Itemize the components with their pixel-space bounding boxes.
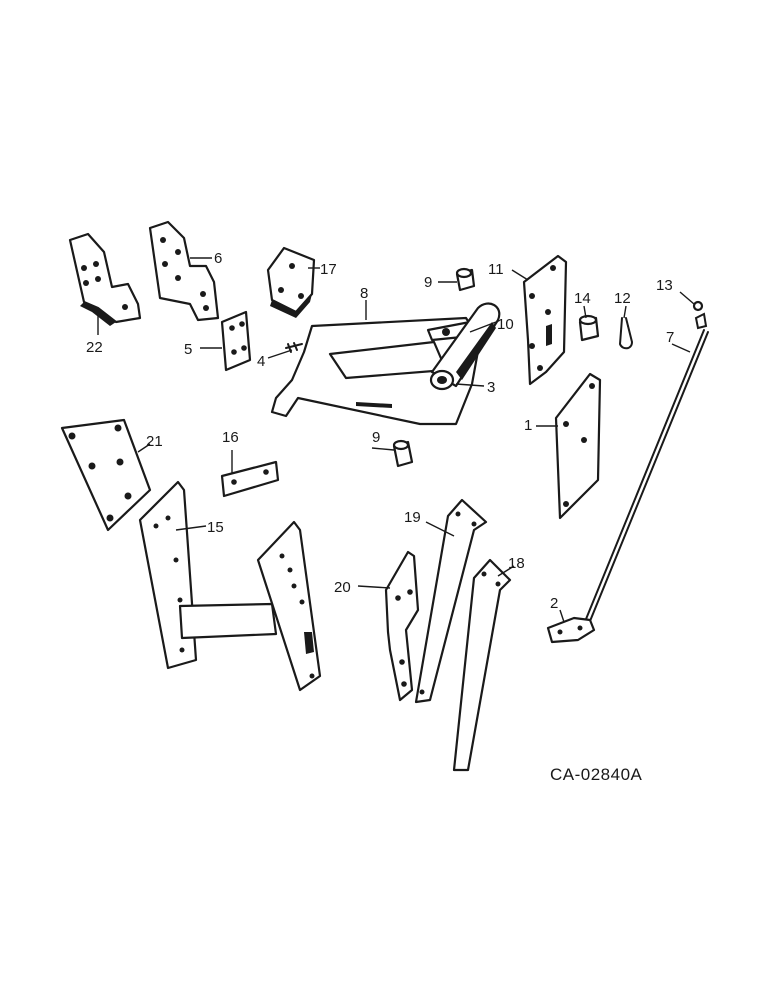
part-19-brace — [414, 498, 488, 704]
part-13-nut — [692, 300, 708, 330]
callout-5: 5 — [184, 341, 192, 358]
callout-8: 8 — [360, 285, 368, 302]
part-20-plate — [384, 550, 420, 702]
callout-9-upper: 9 — [424, 274, 432, 291]
part-21-plate — [60, 418, 152, 532]
part-15-weldment — [138, 480, 322, 692]
callout-13: 13 — [656, 277, 673, 294]
part-9-bushing-lower — [392, 439, 414, 468]
callout-6: 6 — [214, 250, 222, 267]
callout-16: 16 — [222, 429, 239, 446]
part-18-brace — [452, 558, 512, 772]
callout-4: 4 — [257, 353, 265, 370]
part-8-frame — [270, 316, 482, 426]
callout-12: 12 — [614, 290, 631, 307]
callout-3: 3 — [487, 379, 495, 396]
part-1-plate — [554, 372, 602, 520]
part-10-tube — [429, 302, 501, 391]
part-2-clamp — [546, 616, 596, 644]
callout-7: 7 — [666, 329, 674, 346]
callout-21: 21 — [146, 433, 163, 450]
callout-11: 11 — [488, 261, 504, 278]
callout-19: 19 — [404, 509, 421, 526]
part-17-block — [266, 246, 316, 318]
part-9-bushing-upper — [455, 267, 476, 292]
part-6-plate — [148, 220, 220, 322]
part-5-plate — [220, 310, 252, 372]
callout-1: 1 — [524, 417, 532, 434]
callout-2: 2 — [550, 595, 558, 612]
part-14-bushing — [578, 314, 600, 342]
part-22-bracket — [68, 232, 142, 326]
callout-10: 10 — [497, 316, 514, 333]
callout-9-lower: 9 — [372, 429, 380, 446]
callout-20: 20 — [334, 579, 351, 596]
callout-22: 22 — [86, 339, 103, 356]
part-11-plate — [522, 254, 568, 386]
part-7-rod — [583, 329, 709, 627]
callout-14: 14 — [574, 290, 591, 307]
callout-17: 17 — [320, 261, 337, 278]
part-12-clip — [618, 317, 634, 350]
callout-18: 18 — [508, 555, 525, 572]
callout-15: 15 — [207, 519, 224, 536]
diagram-code: CA-02840A — [550, 765, 643, 784]
part-16-bar — [220, 460, 280, 498]
